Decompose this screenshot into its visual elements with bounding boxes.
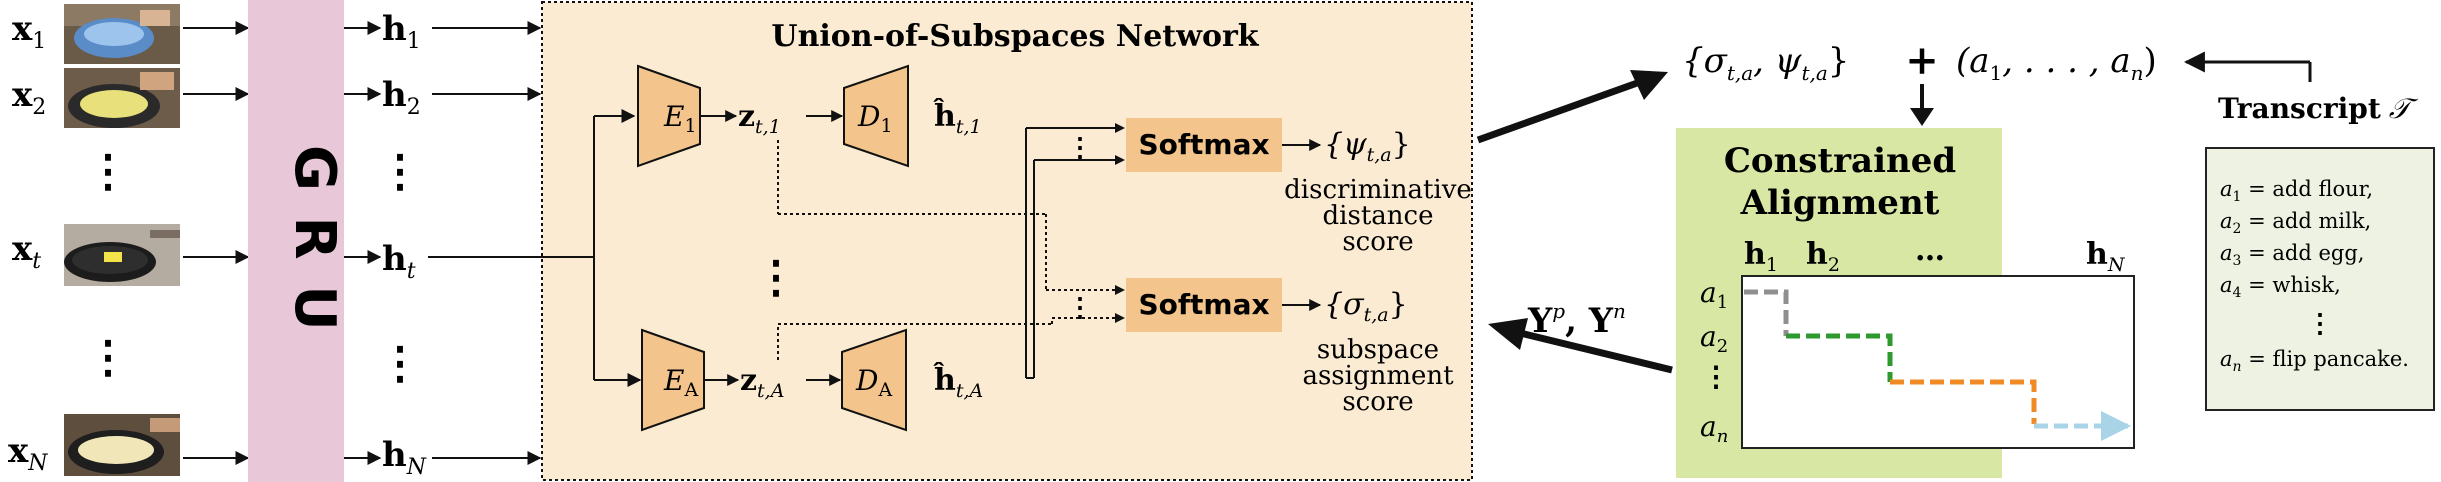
- subspace-dots: ⋮: [754, 252, 798, 303]
- alignment-path-segment-3: [1890, 379, 2037, 424]
- psi-output: {ψt,a}: [1324, 127, 1411, 166]
- decoder-1: [843, 64, 909, 168]
- softmax1-input-dots: ⋮: [1067, 133, 1093, 163]
- input-dots-lower: ⋮: [86, 332, 130, 383]
- svg-text:U: U: [282, 285, 347, 330]
- encoder-A-label: EA: [663, 364, 698, 401]
- alignment-row-a2: a2: [1700, 320, 1728, 357]
- softmax-discriminative: [1126, 118, 1282, 172]
- input-label-xt: xt: [12, 229, 41, 274]
- alignment-row-a1: a1: [1700, 276, 1728, 313]
- alignment-col-h1: h1: [1744, 237, 1778, 276]
- svg-text:G: G: [282, 145, 347, 191]
- transcript-item: a4 = whisk,: [2220, 273, 2341, 301]
- plus-sign: +: [1905, 37, 1939, 84]
- softmax-discriminative-label: Softmax: [1138, 128, 1269, 161]
- alignment-title-line1: Constrained: [1724, 141, 1956, 181]
- network-title: Union-of-Subspaces Network: [771, 19, 1259, 54]
- scores-set: {σt,a, ψt,a}: [1682, 41, 1849, 85]
- input-label-xN: xN: [8, 431, 48, 476]
- input-label-x1: x1: [12, 9, 46, 54]
- plus-to-alignment-arrowhead: [1910, 108, 1934, 126]
- transcript-list: a1 = add flour, a2 = add milk, a3 = add …: [2220, 177, 2409, 375]
- frame-to-gru-arrows: [183, 21, 250, 465]
- svg-text:R: R: [282, 216, 347, 259]
- decoder-A: [841, 328, 907, 432]
- svg-text:discriminative: discriminative: [1284, 175, 1472, 205]
- alignment-to-network-arrow: [1515, 328, 1673, 374]
- alignment-title-line2: Alignment: [1740, 183, 1940, 223]
- input-label-x2: x2: [12, 75, 46, 120]
- transcript-box: [2205, 147, 2435, 411]
- input-dots-upper: ⋮: [86, 146, 130, 197]
- svg-text:score: score: [1342, 227, 1413, 257]
- svg-text:score: score: [1342, 387, 1413, 417]
- alignment-col-hN: hN: [2086, 237, 2126, 276]
- network-to-scores-arrowhead: [1630, 70, 1668, 100]
- latent-z-1: zt,1: [738, 99, 781, 138]
- input-frame-N: [64, 414, 180, 476]
- encoder-1-label: E1: [663, 100, 697, 137]
- alignment-grid: [1741, 275, 2135, 449]
- sigma-caption: subspace assignment score: [1302, 335, 1454, 417]
- alignment-col-dots: …: [1915, 233, 1945, 268]
- transcript-item: a1 = add flour,: [2220, 177, 2373, 205]
- softmax2-input-dots: ⋮: [1067, 293, 1093, 323]
- decoder-A-label: DA: [855, 364, 892, 401]
- pseudo-labels: Yp, Yn: [1527, 299, 1626, 341]
- hidden-dots-lower: ⋮: [378, 338, 422, 389]
- hidden-h2: h2: [382, 75, 421, 120]
- autoencoder-arrows: [700, 110, 844, 386]
- transcript-dots: ⋮: [2307, 309, 2333, 339]
- input-frame-1: [64, 4, 180, 64]
- softmax-assignment: [1126, 278, 1282, 332]
- alignment-to-network-arrowhead: [1488, 318, 1528, 350]
- action-sequence: (a1, . . . , an): [1956, 41, 2157, 85]
- hidden-ht: ht: [382, 239, 416, 284]
- ht-branch-lines: [428, 109, 642, 387]
- hidden-h1: h1: [382, 9, 421, 54]
- sigma-output: {σt,a}: [1324, 287, 1408, 326]
- svg-text:assignment: assignment: [1302, 361, 1454, 391]
- transcript-item: a2 = add milk,: [2220, 209, 2371, 237]
- z-to-softmax2-dotted-lines: [777, 140, 1125, 360]
- svg-text:subspace: subspace: [1317, 335, 1439, 365]
- alignment-path: [1744, 289, 2131, 441]
- svg-text:distance: distance: [1323, 201, 1434, 231]
- network-to-scores-arrow: [1476, 78, 1642, 144]
- alignment-row-an: an: [1700, 410, 1728, 447]
- softmax-output-arrows: [1282, 139, 1322, 311]
- input-frame-t: [64, 224, 180, 286]
- softmax-assignment-label: Softmax: [1138, 288, 1269, 321]
- gru-block: [248, 0, 344, 482]
- encoder-1: [637, 64, 701, 168]
- gru-label: G R U: [282, 145, 347, 331]
- psi-caption: discriminative distance score: [1284, 175, 1472, 257]
- alignment-path-segment-2: [1786, 333, 1893, 382]
- hidden-dots-upper: ⋮: [378, 146, 422, 197]
- hidden-to-network-arrows: [432, 21, 542, 465]
- hhat-to-softmax1-lines: [1025, 123, 1125, 379]
- gru-to-hidden-arrows: [344, 21, 382, 465]
- input-frame-2: [64, 68, 180, 128]
- latent-z-A: zt,A: [740, 363, 784, 402]
- transcript-item: a3 = add egg,: [2220, 241, 2364, 269]
- alignment-row-dots: ⋮: [1702, 360, 1730, 393]
- transcript-to-sequence-arrow: [2183, 51, 2312, 82]
- alignment-path-segment-1: [1744, 289, 1789, 336]
- hidden-hN: hN: [382, 435, 427, 480]
- reconstruction-h-1: ĥt,1: [933, 98, 982, 138]
- alignment-col-h2: h2: [1806, 237, 1840, 276]
- transcript-item-last: an = flip pancake.: [2220, 347, 2409, 375]
- decoder-1-label: D1: [857, 100, 893, 137]
- reconstruction-h-A: ĥt,A: [933, 362, 983, 402]
- encoder-A: [641, 328, 705, 432]
